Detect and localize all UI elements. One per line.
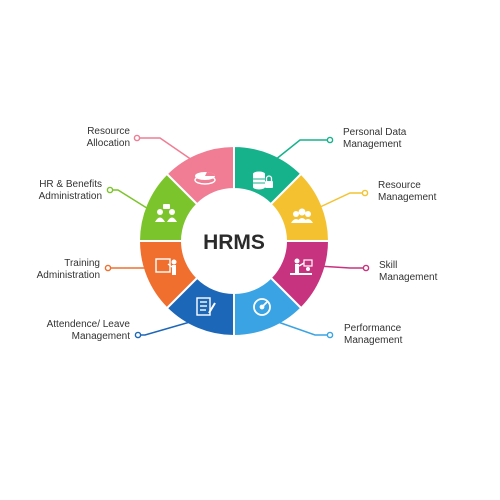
connector-dot-resource-alloc — [133, 134, 141, 142]
connectors — [104, 134, 370, 339]
connector-dot-personal-data — [326, 136, 334, 144]
label-line: Management — [72, 331, 131, 342]
trainer-board-icon — [155, 258, 177, 275]
label-line: Resource — [87, 126, 130, 137]
connector-dot-attendance — [134, 331, 142, 339]
label-line: HR & Benefits — [39, 179, 102, 190]
connector-performance — [277, 321, 330, 336]
connector-resource-alloc — [137, 137, 193, 161]
connector-attendance — [138, 321, 191, 336]
label-line: Resource — [378, 180, 421, 191]
connector-personal-data — [269, 139, 330, 165]
pie-chart-icon — [194, 172, 216, 185]
label-line: Management — [379, 272, 438, 283]
label-line: Skill — [379, 260, 397, 271]
connector-dot-skill — [362, 264, 370, 272]
skill-presentation-icon — [290, 258, 313, 275]
meeting-people-icon — [155, 204, 177, 222]
checklist-pen-icon — [196, 297, 216, 316]
connector-dot-resource-mgmt — [361, 189, 369, 197]
connector-dot-hr-benefits — [106, 186, 114, 194]
center-title: HRMS — [203, 231, 265, 254]
label-line: Management — [344, 335, 403, 346]
connector-dot-performance — [326, 331, 334, 339]
label-line: Performance — [344, 323, 402, 334]
label-line: Administration — [39, 191, 102, 202]
label-line: Management — [378, 192, 437, 203]
gauge-icon — [253, 298, 271, 316]
label-line: Management — [343, 139, 402, 150]
connector-skill — [317, 265, 366, 269]
label-line: Administration — [37, 270, 100, 281]
label-line: Allocation — [87, 138, 130, 149]
connector-dot-training — [104, 264, 112, 272]
connector-resource-mgmt — [317, 192, 365, 209]
label-line: Attendence/ Leave — [47, 319, 131, 330]
center-disc — [182, 189, 286, 293]
database-lock-icon — [253, 171, 273, 190]
label-line: Personal Data — [343, 127, 407, 138]
people-group-icon — [291, 208, 313, 223]
label-line: Training — [64, 258, 100, 269]
connector-hr-benefits — [110, 189, 151, 211]
